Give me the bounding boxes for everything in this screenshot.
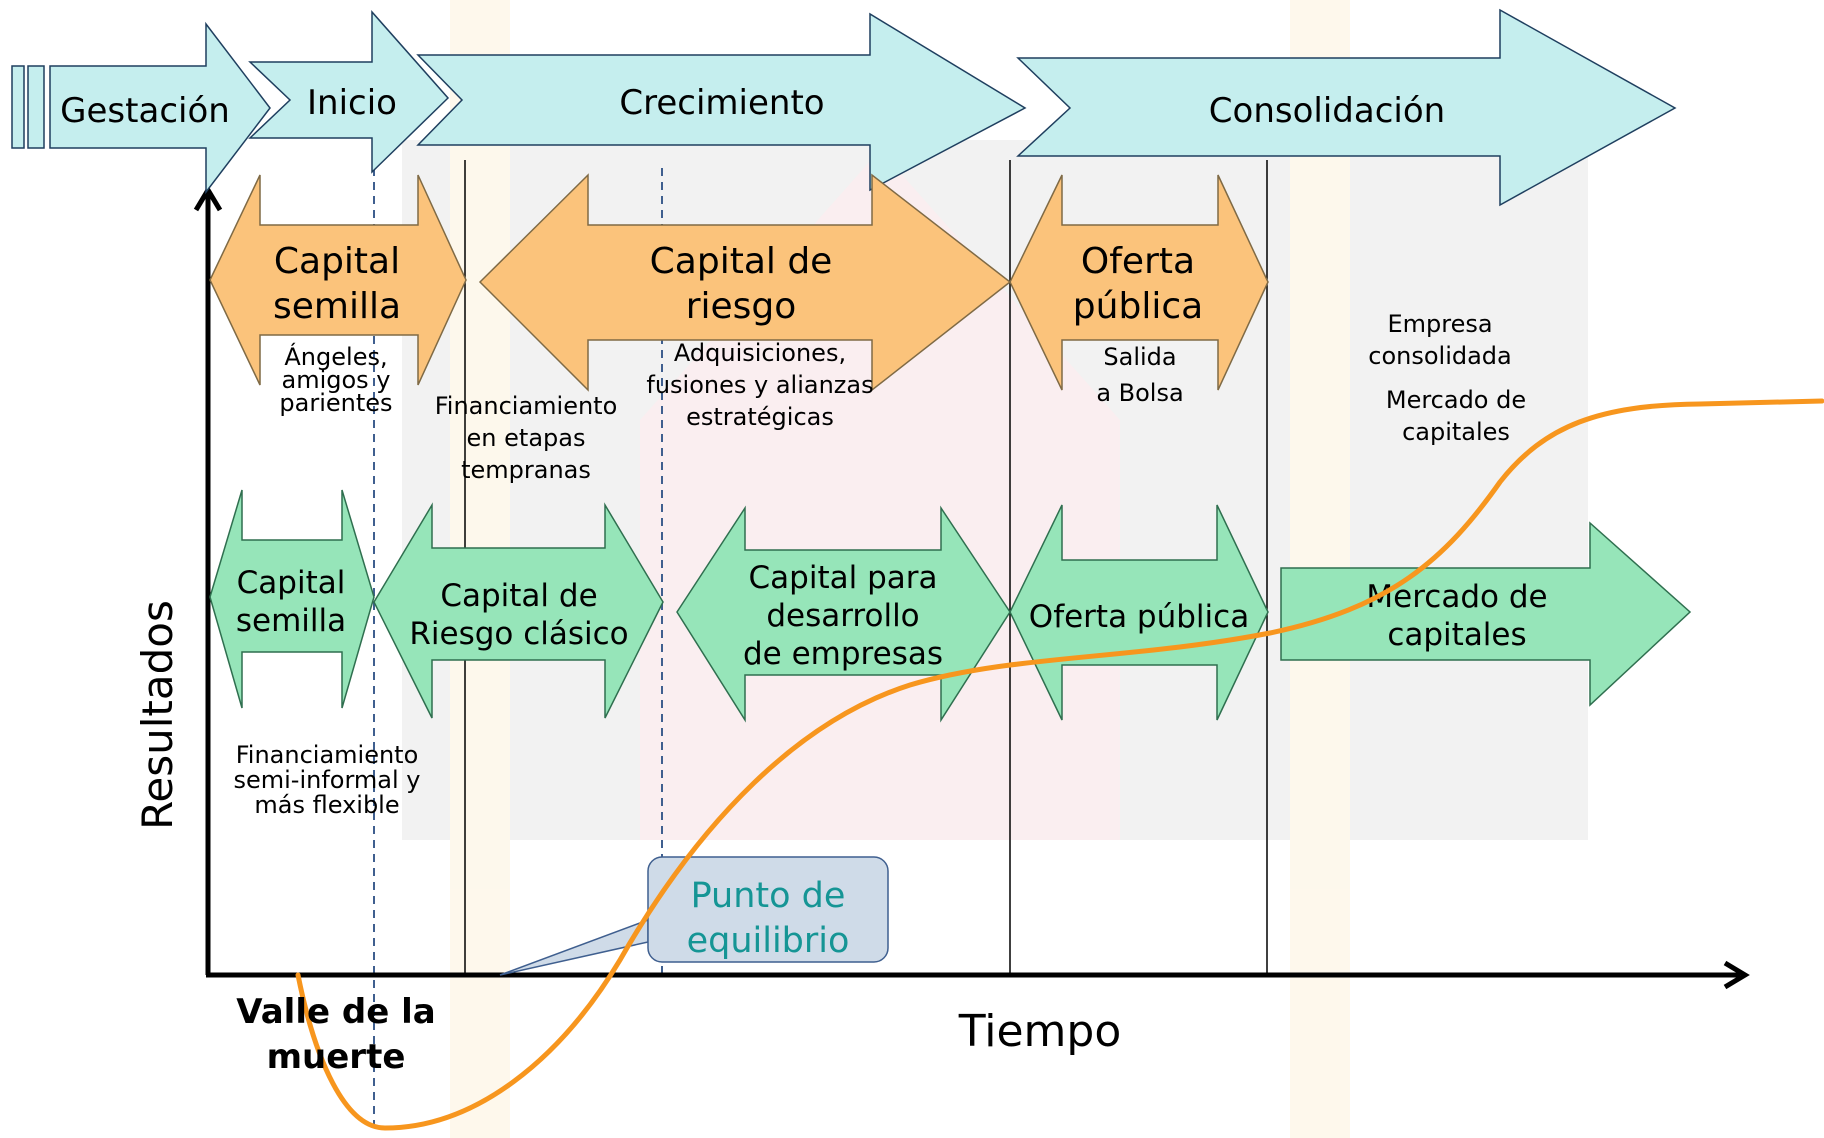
stage-arrow-consolidacion bbox=[1016, 8, 1677, 207]
stage-label-crecimiento: Crecimiento bbox=[619, 83, 824, 123]
financing-label-oferta-publica-l1: Oferta bbox=[1081, 241, 1195, 282]
financing-arrow-oferta-publica bbox=[1009, 174, 1269, 391]
results-curve bbox=[295, 398, 1824, 1131]
investment-label-oferta-publica: Oferta pública bbox=[1029, 599, 1249, 635]
financing-label-oferta-publica-l2: pública bbox=[1073, 286, 1203, 327]
y-axis-title: Resultados bbox=[133, 600, 182, 830]
investment-arrow-mercado-capitales bbox=[1280, 521, 1692, 707]
financing-label-capital-riesgo-l2: riesgo bbox=[686, 286, 797, 327]
note-semi-informal-l3: más flexible bbox=[254, 791, 399, 819]
note-empresa-consolidada-l2: consolidada bbox=[1368, 342, 1512, 370]
note-semi-informal-l1: Financiamiento bbox=[236, 741, 419, 769]
note-etapas-l1: Financiamiento bbox=[435, 392, 618, 420]
note-angeles-l2: amigos y bbox=[281, 366, 390, 394]
note-mercado-capitales-l1: Mercado de bbox=[1386, 386, 1526, 414]
note-angeles-l3: parientes bbox=[279, 389, 392, 417]
financing-arrows bbox=[209, 173, 1269, 392]
x-axis-arrowhead bbox=[1723, 960, 1750, 990]
financing-notes: Ángeles, amigos y parientes Financiamien… bbox=[233, 310, 1526, 819]
note-mercado-capitales-l2: capitales bbox=[1402, 418, 1510, 446]
note-empresa-consolidada-l1: Empresa bbox=[1387, 310, 1492, 338]
financing-label-capital-riesgo-l1: Capital de bbox=[650, 241, 833, 282]
investment-label-mercado-capitales-l1: Mercado de bbox=[1366, 579, 1547, 615]
note-adquisiciones-l1: Adquisiciones, bbox=[674, 339, 846, 367]
investment-label-riesgo-clasico-l2: Riesgo clásico bbox=[409, 616, 628, 652]
stage-stripe-2 bbox=[27, 65, 45, 149]
stage-labels: Gestación Inicio Crecimiento Consolidaci… bbox=[60, 83, 1445, 131]
note-adquisiciones-l3: estratégicas bbox=[686, 403, 834, 431]
equilibrio-callout-l1: Punto de bbox=[691, 876, 846, 916]
investment-label-mercado-capitales-l2: capitales bbox=[1387, 617, 1526, 653]
equilibrio-callout: Punto de equilibrio bbox=[499, 856, 889, 976]
note-semi-informal-l2: semi-informal y bbox=[233, 766, 420, 794]
investment-label-capital-semilla-l2: semilla bbox=[236, 603, 346, 639]
financing-label-capital-semilla-l2: semilla bbox=[273, 286, 401, 327]
note-salida-bolsa-l1: Salida bbox=[1103, 343, 1176, 371]
stage-label-gestacion: Gestación bbox=[60, 91, 230, 131]
investment-label-capital-semilla-l1: Capital bbox=[237, 565, 346, 601]
investment-labels: Capital semilla Capital de Riesgo clásic… bbox=[236, 560, 1548, 672]
valle-label-l2: muerte bbox=[267, 1037, 406, 1077]
investment-label-desarrollo-l1: Capital para bbox=[749, 560, 938, 596]
note-adquisiciones-l2: fusiones y alianzas bbox=[646, 371, 873, 399]
investment-arrow-capital-semilla bbox=[209, 489, 375, 709]
note-etapas-l3: tempranas bbox=[461, 456, 591, 484]
investment-label-desarrollo-l3: de empresas bbox=[743, 636, 943, 672]
stage-arrows bbox=[11, 8, 1677, 207]
investment-arrow-oferta-publica bbox=[1009, 504, 1269, 721]
investment-label-riesgo-clasico-l1: Capital de bbox=[440, 578, 597, 614]
note-salida-bolsa-l2: a Bolsa bbox=[1096, 379, 1183, 407]
note-angeles-l1: Ángeles, bbox=[284, 342, 387, 371]
financing-arrow-capital-semilla bbox=[209, 174, 467, 386]
equilibrio-callout-l2: equilibrio bbox=[687, 921, 850, 961]
stage-label-inicio: Inicio bbox=[307, 83, 397, 123]
investment-label-desarrollo-l2: desarrollo bbox=[766, 598, 919, 634]
stage-label-consolidacion: Consolidación bbox=[1209, 91, 1445, 131]
investment-arrows bbox=[209, 489, 1692, 723]
stage-arrow-crecimiento bbox=[416, 12, 1027, 192]
x-axis-title: Tiempo bbox=[958, 1006, 1122, 1057]
note-etapas-l2: en etapas bbox=[467, 424, 586, 452]
financing-labels: Capital semilla Capital de riesgo Oferta… bbox=[273, 241, 1203, 327]
stage-arrow-inicio bbox=[248, 10, 450, 174]
valle-label-l1: Valle de la bbox=[236, 992, 435, 1032]
stage-stripe-1 bbox=[11, 65, 25, 149]
investment-arrow-capital-riesgo-clasico bbox=[373, 502, 664, 719]
financing-label-capital-semilla-l1: Capital bbox=[274, 241, 400, 282]
stage-arrow-gestacion bbox=[49, 21, 271, 195]
